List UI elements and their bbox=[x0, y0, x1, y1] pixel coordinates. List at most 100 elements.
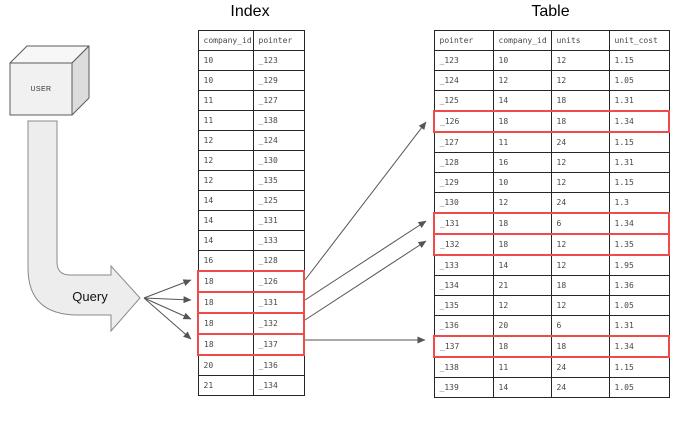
table-cell: 1.36 bbox=[608, 275, 670, 296]
table-cell: 18 bbox=[550, 90, 610, 112]
table-cell: 14 bbox=[492, 377, 552, 398]
table-cell: 12 bbox=[550, 172, 610, 193]
table-cell: 20 bbox=[197, 354, 254, 376]
table-cell: 18 bbox=[197, 291, 254, 314]
table-header-unit-cost: unit_cost bbox=[608, 30, 670, 51]
table-cell: 24 bbox=[550, 192, 610, 214]
table-cell: _132 bbox=[433, 233, 494, 256]
table-cell: 14 bbox=[492, 90, 552, 112]
table-cell: 14 bbox=[197, 190, 254, 211]
table-cell: _129 bbox=[252, 70, 305, 91]
table-cell: 18 bbox=[492, 110, 552, 133]
table-cell: 21 bbox=[492, 275, 552, 296]
table-cell: 12 bbox=[550, 70, 610, 91]
table-cell: _124 bbox=[433, 70, 494, 91]
table-cell: _123 bbox=[433, 50, 494, 71]
table-row: 14_125 bbox=[197, 190, 305, 211]
table-cell: _132 bbox=[252, 312, 305, 335]
table-cell: 12 bbox=[492, 295, 552, 316]
query-label: Query bbox=[72, 289, 108, 304]
table-header-company-id: company_id bbox=[492, 30, 552, 51]
index-to-table-arrow bbox=[304, 121, 427, 281]
table-cell: 11 bbox=[197, 110, 254, 131]
query-to-index-arrow bbox=[143, 297, 192, 320]
index-title: Index bbox=[230, 3, 270, 20]
table-cell: _138 bbox=[433, 356, 494, 378]
table-cell: 12 bbox=[492, 70, 552, 91]
table-row-highlighted: 18_131 bbox=[197, 291, 305, 314]
table-row: 12_135 bbox=[197, 170, 305, 191]
table-cell: 18 bbox=[197, 333, 254, 356]
table-header-pointer: pointer bbox=[433, 30, 494, 51]
table-row: 10_123 bbox=[197, 50, 305, 71]
table-cell: 11 bbox=[492, 356, 552, 378]
index-header-row: company_id pointer bbox=[197, 30, 305, 51]
table-title: Table bbox=[531, 3, 570, 20]
table-cell: 18 bbox=[197, 312, 254, 335]
table-cell: 18 bbox=[550, 110, 610, 133]
index-header-pointer: pointer bbox=[252, 30, 305, 51]
table-cell: 1.34 bbox=[608, 335, 670, 358]
table-cell: _131 bbox=[433, 212, 494, 235]
table-row: 11_138 bbox=[197, 110, 305, 131]
table-cell: _133 bbox=[252, 230, 305, 251]
table-cell: _134 bbox=[433, 275, 494, 296]
table-row: 14_131 bbox=[197, 210, 305, 231]
table-cell: 1.31 bbox=[608, 90, 670, 112]
table-cell: 1.15 bbox=[608, 172, 670, 193]
table-cell: 21 bbox=[197, 375, 254, 396]
table-cell: _137 bbox=[433, 335, 494, 358]
table-row: 10_129 bbox=[197, 70, 305, 91]
table-row: 21_134 bbox=[197, 375, 305, 396]
table-row: 11_127 bbox=[197, 90, 305, 111]
table-cell: 18 bbox=[492, 335, 552, 358]
table-cell: 1.15 bbox=[608, 131, 670, 153]
table-cell: 1.34 bbox=[608, 212, 670, 235]
table-cell: 12 bbox=[550, 295, 610, 316]
table-cell: 6 bbox=[550, 212, 610, 235]
table-cell: _125 bbox=[252, 190, 305, 211]
table-cell: _128 bbox=[252, 250, 305, 272]
query-to-index-arrow bbox=[143, 279, 192, 299]
table-cell: 12 bbox=[197, 130, 254, 151]
table-row: 12_130 bbox=[197, 150, 305, 171]
table-cell: _139 bbox=[433, 377, 494, 398]
table-cell: 1.3 bbox=[608, 192, 670, 214]
table-row: 12_124 bbox=[197, 130, 305, 151]
table-cell: 12 bbox=[550, 50, 610, 71]
cube-front-face bbox=[9, 62, 73, 116]
table-cell: 14 bbox=[197, 230, 254, 251]
query-to-index-arrow bbox=[143, 296, 192, 304]
table-cell: _130 bbox=[433, 192, 494, 214]
table-cell: 11 bbox=[197, 90, 254, 111]
table-cell: _126 bbox=[252, 270, 305, 293]
table-cell: 1.05 bbox=[608, 377, 670, 398]
table-cell: _130 bbox=[252, 150, 305, 171]
query-to-index-arrow bbox=[143, 297, 192, 340]
table-cell: 18 bbox=[550, 275, 610, 296]
table-cell: 14 bbox=[492, 254, 552, 276]
table-cell: _123 bbox=[252, 50, 305, 71]
table-cell: 12 bbox=[492, 192, 552, 214]
table-cell: 1.05 bbox=[608, 295, 670, 316]
table-cell: 18 bbox=[492, 212, 552, 235]
table-cell: 18 bbox=[492, 233, 552, 256]
table-cell: 20 bbox=[492, 315, 552, 337]
user-cube bbox=[9, 45, 90, 116]
user-label: USER bbox=[30, 85, 52, 93]
table-cell: 1.95 bbox=[608, 254, 670, 276]
table-cell: 12 bbox=[550, 233, 610, 256]
